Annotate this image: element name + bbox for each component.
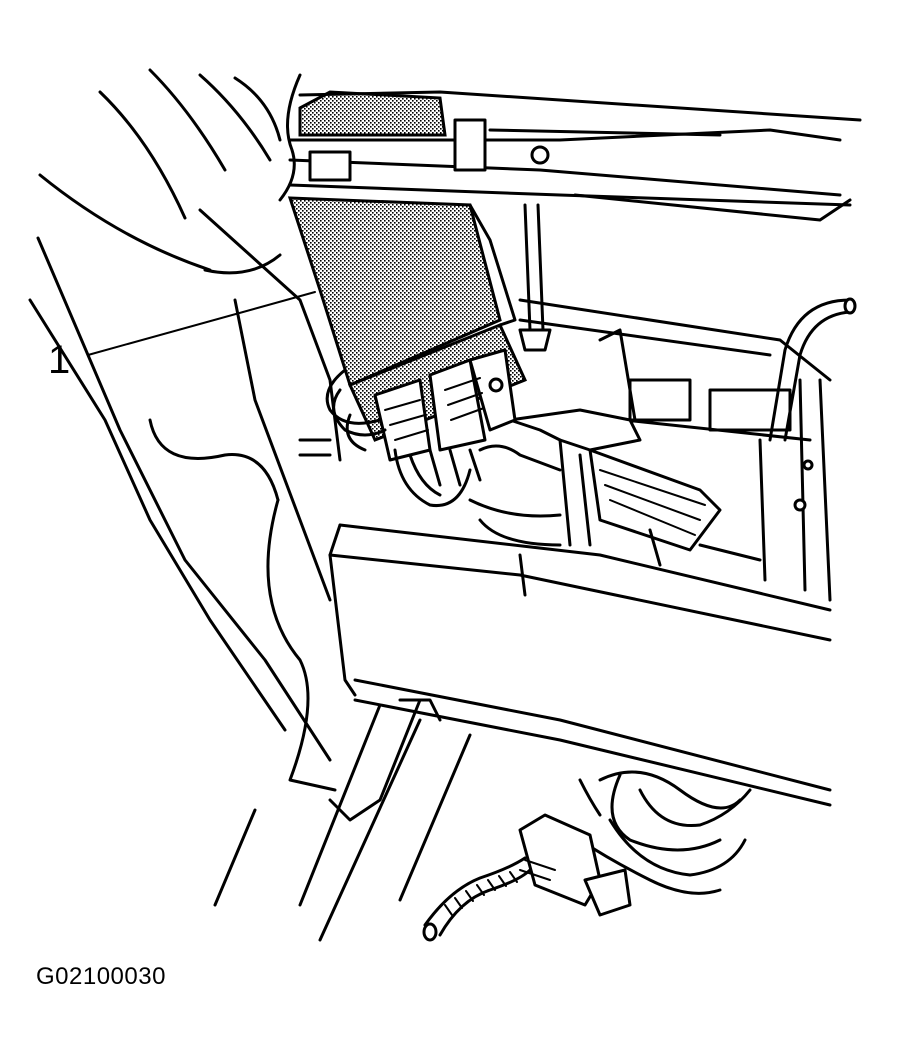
center-connector <box>508 408 762 567</box>
mounting-rod <box>518 203 552 352</box>
top-housing <box>288 90 862 222</box>
tube-hose <box>768 297 857 442</box>
floor-edges <box>213 703 472 942</box>
control-module <box>287 196 528 462</box>
figure-code: G02100030 <box>36 963 166 990</box>
pillar-trim-curves <box>38 68 302 275</box>
callout-number: 1 <box>48 338 71 382</box>
module-harness <box>325 368 562 547</box>
loose-harness-connector <box>422 770 752 942</box>
lower-cross-member <box>328 523 832 822</box>
callout-leader <box>87 291 316 356</box>
right-bracket <box>518 298 832 602</box>
trim-panel-edges <box>28 208 342 792</box>
